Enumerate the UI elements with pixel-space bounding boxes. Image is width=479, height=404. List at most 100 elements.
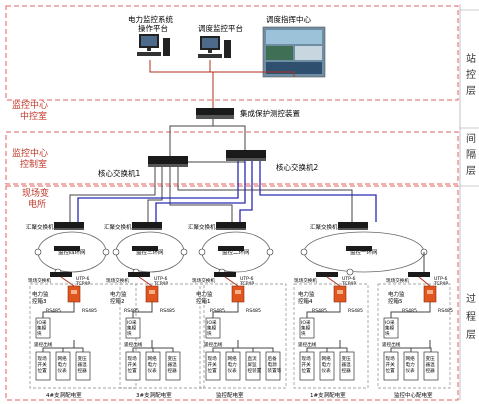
remote-control-label: 遥控出线 — [204, 341, 223, 348]
control-box-label: 电力监控箱2 — [110, 290, 127, 305]
field-device-label-line: 电源 — [268, 361, 278, 368]
control-box-label: 电力监控箱5 — [388, 290, 405, 305]
power-monitor-label-2: 操作平台 — [138, 23, 168, 33]
field-device-link — [340, 340, 347, 352]
field-device-label-line: 电力 — [322, 361, 332, 368]
field-device-label-line: 现场 — [386, 355, 396, 362]
field-device-label-line: 控器 — [426, 367, 436, 374]
layer-station-2: 控 — [466, 68, 476, 81]
io-module-label-line: 块 — [127, 330, 132, 337]
io-module-label-line: 块 — [207, 330, 212, 337]
access-link — [139, 277, 152, 286]
remote-control-label: 遥控出线 — [34, 341, 53, 348]
io-module-label-line: IO采 — [127, 319, 137, 326]
field-device-label-line: 变压 — [78, 355, 88, 362]
layer-frames — [6, 4, 479, 400]
zone-field-l2: 电所 — [28, 198, 46, 210]
layer-process-1: 过 — [466, 292, 476, 305]
ring-node — [103, 249, 109, 255]
center-control-frame — [6, 6, 458, 100]
control-box-label-line: 电力监 — [388, 290, 405, 298]
remote-control-label: 遥控出线 — [298, 341, 317, 348]
control-box-label-line: 控箱5 — [388, 297, 403, 305]
ring-switch — [346, 246, 372, 251]
remote-control-label: 遥控出线 — [382, 341, 401, 348]
access-switch-label-line: 现场交换机 — [294, 277, 317, 284]
control-box-label-line: 电力监 — [196, 290, 213, 298]
layer-process-label: 过 程 层 — [466, 292, 479, 341]
aggregation-switch-label: 汇聚交换机 — [26, 223, 54, 231]
field-device-label-line: 电力 — [148, 361, 158, 368]
field-device-label-line: 现场 — [38, 355, 48, 362]
zone-control-room: 监控中心 控制室 — [12, 147, 51, 170]
aggregation-switch — [216, 222, 246, 228]
field-device-link — [327, 340, 340, 352]
access-switch — [316, 272, 338, 277]
control-box-panel — [337, 290, 343, 294]
io-module-label-line: IO采 — [301, 319, 311, 326]
utp-label: UTP-6TCP/IP — [75, 276, 90, 287]
ring-node — [199, 249, 205, 255]
zone-field-l1: 现场变 — [22, 187, 49, 199]
control-box-label: 电力监控箱1 — [196, 290, 213, 305]
rs485-label: RS485 — [348, 308, 363, 314]
field-device-label: 变压器温控器 — [78, 355, 88, 374]
zone-control-room-l1: 监控中心 — [12, 147, 48, 159]
layer-station-1: 站 — [466, 52, 476, 65]
control-box-label: 电力监控箱4 — [298, 290, 315, 305]
field-device-label-line: 位置 — [386, 367, 396, 374]
access-switch — [408, 272, 430, 277]
field-device-label-line: 开关 — [38, 361, 48, 368]
core-switch-2: 核心交换机2 — [226, 150, 318, 172]
field-device-label: 现场开关位置 — [208, 355, 218, 374]
distribution-room-label: 4#支洞配电室 — [46, 391, 82, 399]
field-device-label-line: 开关 — [208, 361, 218, 368]
field-device-label: 网络电力仪表 — [148, 355, 158, 374]
field-device-label-line: 现场 — [128, 355, 138, 362]
rs485-label: RS485 — [46, 308, 61, 314]
access-switch-label-line: 现场交换机 — [106, 277, 129, 284]
field-device-label-line: 开关 — [302, 361, 312, 368]
field-device-link — [152, 340, 173, 352]
access-link — [419, 277, 430, 286]
access-switch-label: 现场交换机 — [28, 277, 51, 284]
distribution-room-label: 1#支洞配电室 — [310, 391, 346, 399]
field-device-link — [430, 340, 431, 352]
station-group: 汇聚交换机监控三环网现场交换机UTP-6TCP/IP电力监控箱2RS485RS4… — [104, 222, 204, 399]
field-device-label-line: 器温 — [426, 361, 436, 368]
io-module-label-line: 集模 — [127, 325, 137, 332]
field-device-label-line: 变压 — [168, 355, 178, 362]
io-module-label-line: IO采 — [385, 319, 395, 326]
io-module-label-line: 块 — [301, 330, 306, 337]
control-box-panel — [427, 290, 433, 294]
access-link — [225, 277, 238, 286]
aggregation-switch-label: 汇聚交换机 — [310, 223, 338, 231]
layer-bay-1: 间 — [466, 132, 476, 145]
field-device-link — [238, 340, 273, 352]
distribution-room-label: 监控配电室 — [216, 391, 244, 399]
aggregation-switch-base — [54, 228, 84, 230]
field-device-label-line: 变压 — [426, 355, 436, 362]
station-groups: 汇聚交换机监控四环网现场交换机UTP-6TCP/IP电力监控箱3RS485RS4… — [26, 222, 453, 399]
io-module-label-line: IO采 — [37, 319, 47, 326]
io-module-label-line: 集模 — [301, 325, 311, 332]
ring-switch — [132, 246, 158, 251]
field-device-link — [74, 340, 83, 352]
access-link — [327, 277, 340, 286]
field-device-label-line: 直流 — [248, 355, 258, 362]
field-device-label-line: 电力 — [228, 361, 238, 368]
layer-process-3: 层 — [466, 329, 476, 341]
rs485-label: RS485 — [124, 308, 139, 314]
ring-node — [347, 269, 353, 275]
integrated-device-label: 集成保护测控装置 — [240, 108, 300, 118]
control-box-label-line: 控箱1 — [196, 297, 211, 305]
rs485-label: RS485 — [210, 308, 225, 314]
computer-icon — [137, 34, 170, 56]
zone-field: 现场变 电所 — [22, 187, 52, 210]
ring-node — [35, 249, 41, 255]
core-switch-1: 核心交换机1 — [98, 156, 188, 178]
rs485-label: RS485 — [438, 308, 453, 314]
layer-process-2: 程 — [466, 311, 476, 323]
field-device-label-line: 控器 — [168, 367, 178, 374]
